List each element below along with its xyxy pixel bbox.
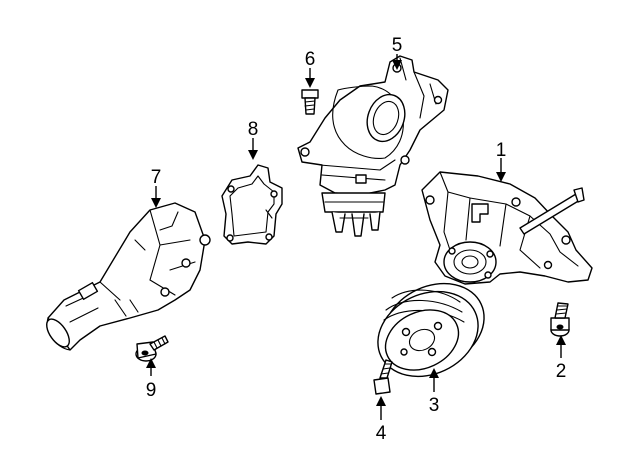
callout-7[interactable]: 7 [151,167,162,188]
part-9-bolt[interactable] [135,335,169,362]
part-7-outlet-pipe[interactable] [42,202,211,351]
part-8-gasket[interactable] [221,164,283,245]
callout-9[interactable]: 9 [146,380,157,401]
callout-8[interactable]: 8 [248,119,259,140]
part-2-bolt[interactable] [550,302,570,337]
part-6-bolt[interactable] [301,89,319,115]
callout-1[interactable]: 1 [496,140,507,161]
part-3-pulley[interactable] [364,268,498,392]
callout-3[interactable]: 3 [429,395,440,416]
callout-5[interactable]: 5 [392,35,403,56]
part-5-thermostat-housing[interactable] [297,55,449,237]
callout-4[interactable]: 4 [376,423,387,444]
part-4-bolt[interactable] [373,359,393,395]
callout-6[interactable]: 6 [305,49,316,70]
part-1-water-pump[interactable] [421,171,593,285]
callout-2[interactable]: 2 [556,361,567,382]
